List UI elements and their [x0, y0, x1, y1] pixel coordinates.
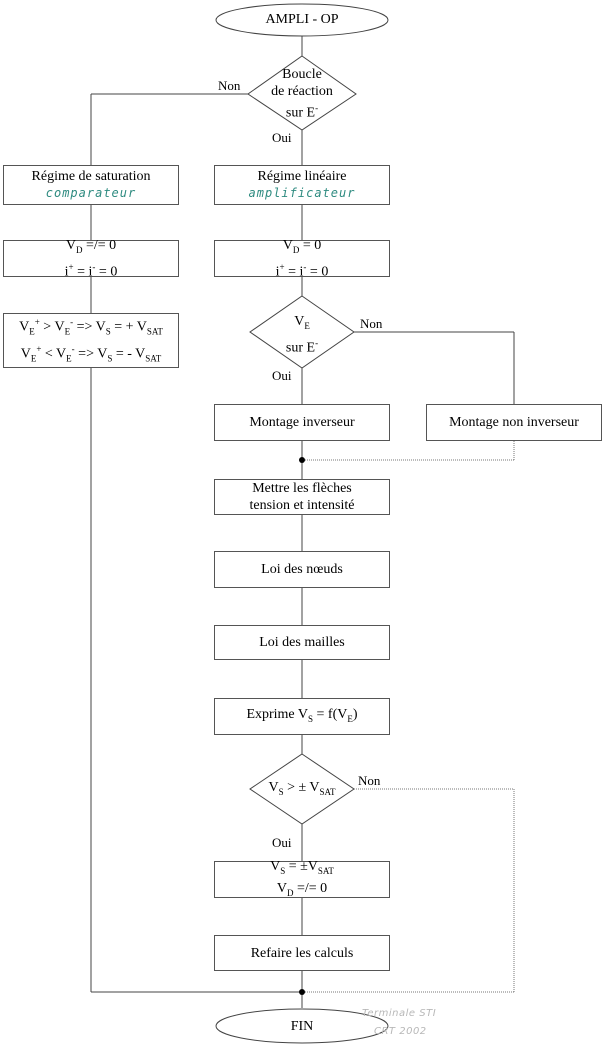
junction-dot: [299, 457, 305, 463]
saturation-subtitle: comparateur: [45, 186, 137, 200]
loi-noeuds-box: Loi des nœuds: [214, 551, 390, 588]
label-non-feedback: Non: [218, 78, 241, 93]
end-label: FIN: [290, 1019, 314, 1034]
label-oui-vs: Oui: [272, 835, 292, 850]
montage-inverseur-box: Montage inverseur: [214, 404, 390, 441]
fleches-box: Mettre les flèches tension et intensité: [214, 479, 390, 515]
decision-ve-text: VE sur E-: [285, 314, 319, 356]
watermark-line1: Terminale STI: [362, 1008, 437, 1019]
lineaire-subtitle: amplificateur: [248, 186, 356, 200]
saturation-rules: VE+ > VE- => VS = + VSAT VE+ < VE- => VS…: [3, 313, 179, 368]
junction-dot-end: [299, 989, 305, 995]
montage-non-inverseur-box: Montage non inverseur: [426, 404, 602, 441]
lineaire-title: Régime linéaire: [257, 169, 347, 184]
label-non-ve: Non: [360, 316, 383, 331]
saturation-title: Régime de saturation: [31, 169, 151, 184]
lineaire-box: Régime linéaire amplificateur: [214, 165, 390, 205]
loi-mailles-box: Loi des mailles: [214, 625, 390, 660]
exprime-box: Exprime VS = f(VE): [214, 698, 390, 735]
saturation-equations: VD =/= 0 i+ = i- = 0: [3, 238, 179, 279]
lineaire-equations: VD = 0 i+ = i- = 0: [214, 238, 390, 279]
vs-sat-box: VS = ±VSAT VD =/= 0: [214, 859, 390, 898]
refaire-box: Refaire les calculs: [214, 935, 390, 971]
decision-vs-text: VS > ± VSAT: [268, 780, 336, 797]
label-oui-feedback: Oui: [272, 130, 292, 145]
label-non-vs: Non: [358, 773, 381, 788]
saturation-box: Régime de saturation comparateur: [3, 165, 179, 205]
watermark-line2: CRT 2002: [374, 1026, 427, 1037]
rule-positive: VE+ > VE- => VS = + VSAT: [19, 317, 163, 337]
rule-negative: VE+ < VE- => VS = - VSAT: [20, 343, 162, 363]
decision-feedback-text: Boucle de réaction sur E-: [271, 67, 333, 121]
start-label: AMPLI - OP: [265, 12, 339, 27]
label-oui-ve: Oui: [272, 368, 292, 383]
end-terminal: [215, 1008, 389, 1044]
